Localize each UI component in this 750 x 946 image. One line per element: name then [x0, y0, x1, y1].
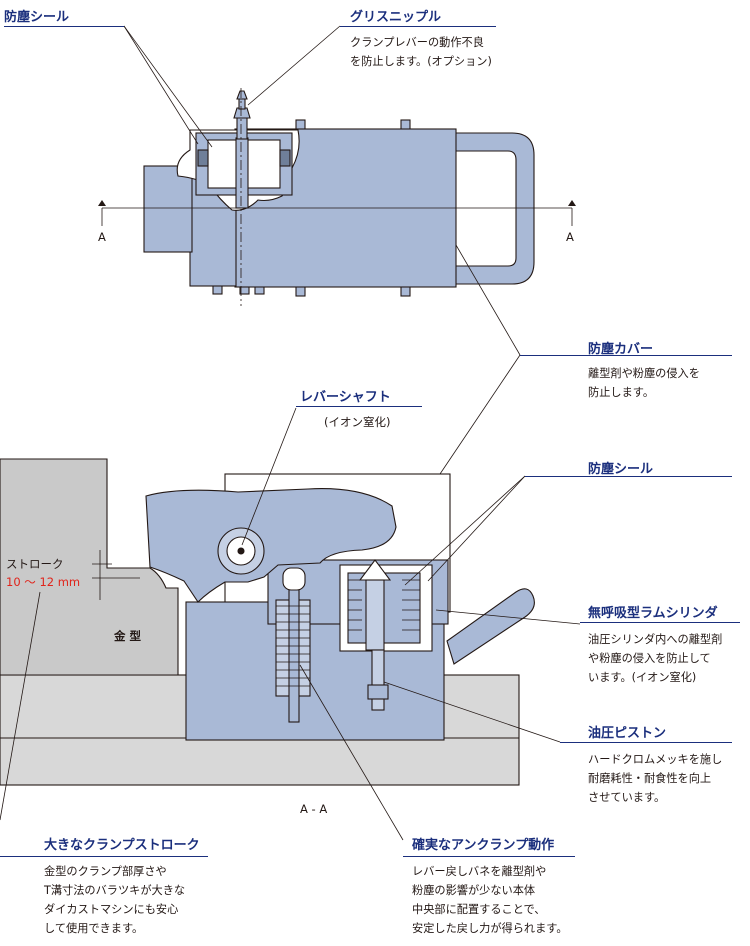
- dust-seal-top-title: 防塵シール: [4, 10, 70, 25]
- leader-lines: [0, 25, 581, 841]
- stroke-label: ストローク: [6, 557, 64, 571]
- lever-shaft-title: レバーシャフト: [300, 390, 391, 405]
- section-marker-right: A: [566, 230, 574, 244]
- dust-seal-right-title: 防塵シール: [588, 462, 654, 477]
- unclamp-title: 確実なアンクランプ動作: [412, 838, 555, 853]
- grease-nipple-part: [233, 90, 251, 140]
- big-stroke-title: 大きなクランプストローク: [44, 838, 200, 853]
- hyd-piston-title: 油圧ピストン: [588, 726, 667, 741]
- side-handle: [446, 588, 535, 665]
- top-handle: [451, 132, 535, 285]
- section-view: [0, 458, 535, 786]
- big-stroke-desc: 金型のクランプ部厚さや T溝寸法のバラツキが大きな ダイカストマシンにも安心 し…: [44, 865, 186, 935]
- ram-cylinder-desc: 油圧シリンダ内への離型剤 や粉塵の侵入を防止して います。(イオン窒化): [588, 633, 723, 684]
- grease-nipple-title: グリスニップル: [350, 10, 442, 25]
- hyd-piston-desc: ハードクロムメッキを施し 耐磨耗性・耐食性を向上 させています。: [588, 753, 723, 804]
- hydraulic-piston: [371, 649, 385, 711]
- clamp-lever: [145, 488, 397, 603]
- stroke-value: 10 ～ 12 mm: [6, 575, 81, 589]
- section-marker-left: A: [98, 230, 106, 244]
- unclamp-desc: レバー戻しバネを離型剤や 粉塵の影響が少ない本体 中央部に配置することで、 安定…: [412, 865, 568, 935]
- lever-shaft-sub: (イオン窒化): [324, 415, 391, 429]
- mold-label: 金 型: [114, 629, 142, 643]
- grease-nipple-desc: クランプレバーの動作不良 を防止します。(オプション): [350, 36, 492, 68]
- top-view: [143, 90, 535, 297]
- mold-block: [0, 458, 179, 676]
- dust-cover-title: 防塵カバー: [588, 342, 654, 357]
- dust-cover-desc: 離型剤や粉塵の侵入を 防止します。: [588, 367, 700, 399]
- ram-cylinder-title: 無呼吸型ラムシリンダ: [588, 606, 718, 621]
- section-title: A - A: [300, 802, 328, 816]
